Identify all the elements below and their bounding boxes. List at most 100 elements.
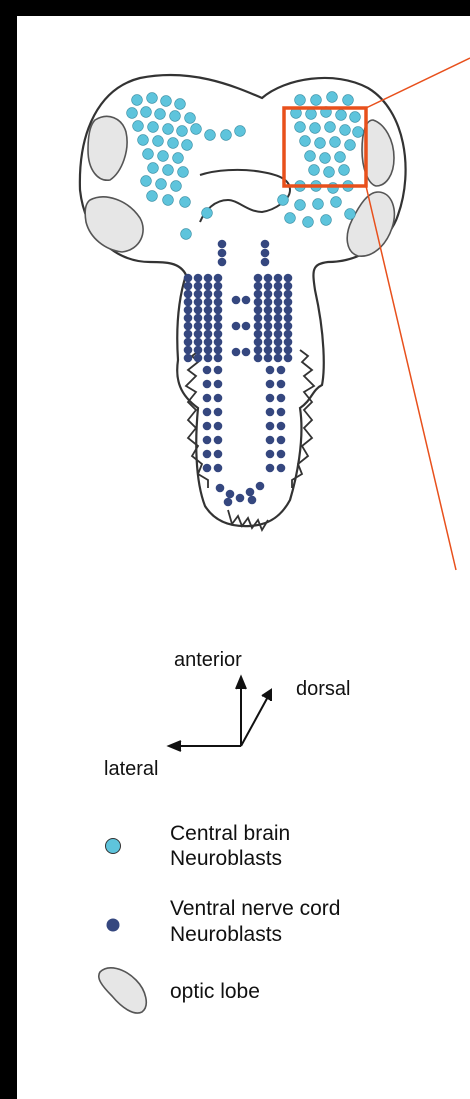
ventral-nerve-cord-neuroblast-dot <box>242 348 251 357</box>
ventral-nerve-cord-neuroblast-dot <box>266 464 275 473</box>
central-brain-neuroblast-dot <box>147 93 158 104</box>
ventral-nerve-cord-neuroblast-dot <box>203 422 212 431</box>
legend-ventral-line2: Neuroblasts <box>170 923 282 946</box>
ventral-nerve-cord-neuroblast-dot <box>284 282 293 291</box>
ventral-nerve-cord-neuroblast-dot <box>284 354 293 363</box>
ventral-nerve-cord-neuroblast-dot <box>266 408 275 417</box>
ventral-nerve-cord-neuroblast-dot <box>184 338 193 347</box>
ventral-nerve-cord-neuroblast-dot <box>214 338 223 347</box>
ventral-nerve-cord-neuroblast-dot <box>277 422 286 431</box>
central-brain-neuroblast-dot <box>309 165 320 176</box>
ventral-nerve-cord-neuroblast-dot <box>204 274 213 283</box>
legend-ventral-line1: Ventral nerve cord <box>170 897 340 920</box>
central-brain-neuroblast-dot <box>324 167 335 178</box>
ventral-nerve-cord-neuroblast-dot <box>214 436 223 445</box>
ventral-nerve-cord-neuroblast-dot <box>284 346 293 355</box>
ventral-nerve-cord-neuroblast-dot <box>266 436 275 445</box>
central-brain-neuroblast-dot <box>285 213 296 224</box>
ventral-nerve-cord-neuroblast-dot <box>254 354 263 363</box>
central-brain-neuroblast-dot <box>331 197 342 208</box>
central-brain-neuroblast-dot <box>141 176 152 187</box>
central-brain-neuroblast-dot <box>336 110 347 121</box>
ventral-nerve-cord-neuroblast-dot <box>274 354 283 363</box>
ventral-nerve-cord-neuroblast-dot <box>204 354 213 363</box>
ventral-nerve-cord-neuroblast-dot <box>184 354 193 363</box>
ventral-nerve-cord-neuroblast-dot <box>184 322 193 331</box>
ventral-nerve-cord-neuroblast-dot <box>264 354 273 363</box>
ventral-nerve-cord-neuroblast-dot <box>277 450 286 459</box>
ventral-nerve-cord-neuroblast-dot <box>194 330 203 339</box>
ventral-nerve-cord-neuroblast-dot <box>204 322 213 331</box>
ventral-nerve-cord-neuroblast-dot <box>214 408 223 417</box>
ventral-nerve-cord-neuroblast-dot <box>261 258 270 267</box>
ventral-nerve-cord-neuroblast-dot <box>254 274 263 283</box>
central-brain-neuroblast-dot <box>221 130 232 141</box>
central-brain-neuroblast-dot <box>328 183 339 194</box>
ventral-nerve-cord-neuroblast-dot <box>254 306 263 315</box>
ventral-nerve-cord-neuroblast-dot <box>203 450 212 459</box>
ventral-nerve-cord-neuroblast-dot <box>184 330 193 339</box>
ventral-nerve-cord-neuroblast-dot <box>284 274 293 283</box>
ventral-nerve-cord-neuroblast-dot <box>203 366 212 375</box>
central-brain-neuroblast-dot <box>173 153 184 164</box>
central-brain-neuroblast-dot <box>325 122 336 133</box>
central-brain-neuroblast-dot <box>303 217 314 228</box>
ventral-nerve-cord-neuroblast-dot <box>266 394 275 403</box>
ventral-nerve-cord-neuroblast-dot <box>218 258 227 267</box>
ventral-nerve-cord-neuroblast-dot <box>274 274 283 283</box>
ventral-nerve-cord-neuroblast-dot <box>254 282 263 291</box>
central-brain-neuroblast-dot <box>205 130 216 141</box>
ventral-nerve-cord-neuroblast-dot <box>224 498 233 507</box>
axis-dorsal-line <box>241 693 270 746</box>
ventral-nerve-cord-neuroblast-dot <box>242 322 251 331</box>
ventral-nerve-cord-neuroblast-dot <box>254 298 263 307</box>
orientation-axes <box>169 677 271 751</box>
central-brain-neuroblast-dot <box>133 121 144 132</box>
ventral-nerve-cord-neuroblast-dot <box>254 290 263 299</box>
central-brain-neuroblast-dot <box>127 108 138 119</box>
central-brain-neuroblast-dot <box>340 125 351 136</box>
ventral-nerve-cord-neuroblast-dot <box>194 314 203 323</box>
ventral-nerve-cord-neuroblast-dot <box>266 450 275 459</box>
ventral-nerve-cord-neuroblast-dot <box>203 436 212 445</box>
central-brain-neuroblast-dot <box>185 113 196 124</box>
ventral-nerve-cord-neuroblast-dot <box>256 482 265 491</box>
ventral-nerve-cord-neuroblast-dot <box>194 322 203 331</box>
ventral-nerve-cord-neuroblast-dot <box>274 346 283 355</box>
central-brain-neuroblast-dot <box>175 99 186 110</box>
ventral-nerve-cord-neuroblast-dot <box>264 290 273 299</box>
central-brain-neuroblast-dot <box>158 151 169 162</box>
central-brain-neuroblast-dot <box>170 111 181 122</box>
central-brain-neuroblast-dot <box>321 215 332 226</box>
ventral-nerve-cord-neuroblast-dot <box>214 394 223 403</box>
ventral-nerve-cord-neuroblast-dot <box>184 346 193 355</box>
callout-line-lower <box>366 186 456 570</box>
legend-optic-lobe-label: optic lobe <box>170 980 260 1003</box>
axis-label-lateral: lateral <box>104 758 158 780</box>
ventral-nerve-cord-neuroblast-dot <box>254 322 263 331</box>
ventral-nerve-cord-neuroblast-dot <box>242 296 251 305</box>
central-brain-neuroblast-dot <box>163 165 174 176</box>
ventral-nerve-cord-neuroblast-dot <box>194 354 203 363</box>
ventral-nerve-cord-neuroblast-dot <box>214 314 223 323</box>
ventral-nerve-cord-neuroblast-dot <box>214 450 223 459</box>
ventral-nerve-cord-neuroblast-dot <box>266 380 275 389</box>
ventral-nerve-cord-neuroblast-dot <box>284 314 293 323</box>
ventral-nerve-cord-neuroblast-dot <box>277 436 286 445</box>
ventral-nerve-cord-neuroblast-dot <box>264 322 273 331</box>
central-brain-neuroblast-dot <box>168 138 179 149</box>
ventral-nerve-cord-neuroblast-dot <box>248 496 257 505</box>
ventral-nerve-cord-neuroblast-dot <box>274 298 283 307</box>
callout-line-upper <box>366 58 470 108</box>
axis-anterior-arrowhead <box>236 677 246 689</box>
ventral-nerve-cord-neuroblast-dot <box>194 306 203 315</box>
ventral-nerve-cord-neuroblast-dot <box>214 306 223 315</box>
ventral-nerve-cord-neuroblast-dot <box>184 306 193 315</box>
central-brain-neuroblast-dot <box>147 191 158 202</box>
ventral-nerve-cord-neuroblast-dot <box>194 298 203 307</box>
central-brain-neuroblast-dot <box>202 208 213 219</box>
central-brain-neuroblast-dot <box>305 151 316 162</box>
central-brain-neuroblast-dot <box>132 95 143 106</box>
legend-central-brain-swatch <box>106 839 121 854</box>
ventral-nerve-cord-neuroblast-dot <box>274 290 283 299</box>
